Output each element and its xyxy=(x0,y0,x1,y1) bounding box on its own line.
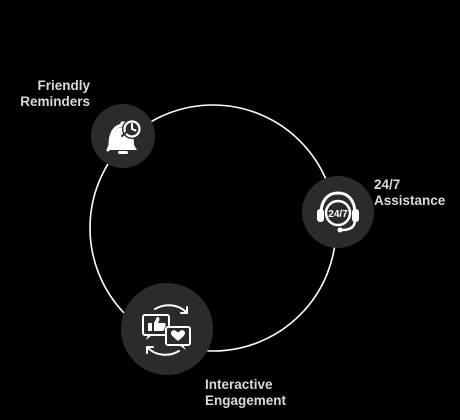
assistance-label-line2: Assistance xyxy=(374,193,446,208)
friendly-reminders-label-line1: Friendly xyxy=(37,78,90,93)
interactive-engagement-label-line1: Interactive xyxy=(205,377,273,392)
assistance-label: 24/7 Assistance xyxy=(374,177,445,209)
alarm-bell-icon xyxy=(106,119,142,154)
assistance-node: 24/7 xyxy=(302,176,374,248)
friendly-reminders-node xyxy=(91,104,155,168)
like-love-chat-icon xyxy=(142,304,191,356)
friendly-reminders-label: Friendly Reminders xyxy=(20,78,90,110)
assistance-label-line1: 24/7 xyxy=(374,177,401,192)
friendly-reminders-label-line2: Reminders xyxy=(20,94,90,109)
interactive-engagement-label: Interactive Engagement xyxy=(205,377,286,409)
assistance-badge-text: 24/7 xyxy=(328,209,348,220)
headset-247-icon: 24/7 xyxy=(317,191,359,233)
interactive-engagement-label-line2: Engagement xyxy=(205,393,287,408)
interactive-engagement-node xyxy=(121,283,213,375)
